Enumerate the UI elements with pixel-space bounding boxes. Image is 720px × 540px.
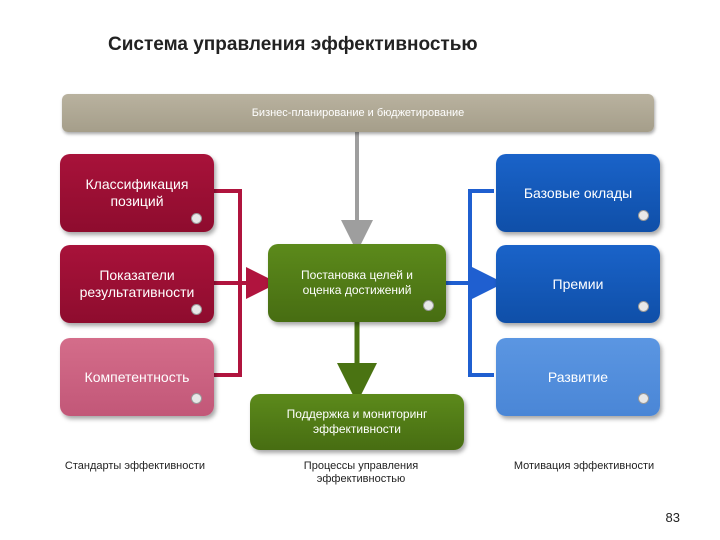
page-number: 83 — [665, 510, 680, 525]
box-bonuses-label: Премии — [552, 275, 604, 292]
box-performance-indicators: Показатели результативности — [60, 245, 214, 323]
marker-dot — [191, 304, 202, 315]
caption-standards: Стандарты эффективности — [64, 460, 206, 472]
box-development-label: Развитие — [547, 368, 609, 385]
box-performance-indicators-label: Показатели результативности — [79, 267, 195, 300]
box-monitoring: Поддержка и мониторинг эффективности — [250, 394, 464, 450]
box-development: Развитие — [496, 338, 660, 416]
box-base-salaries: Базовые оклады — [496, 154, 660, 232]
box-position-classification-label: Классификация позиций — [85, 176, 189, 209]
box-base-salaries-label: Базовые оклады — [523, 184, 633, 201]
marker-dot — [638, 301, 649, 312]
box-monitoring-label: Поддержка и мониторинг эффективности — [286, 407, 428, 436]
caption-motivation: Мотивация эффективности — [513, 460, 655, 472]
caption-processes: Процессы управления эффективностью — [303, 460, 419, 485]
marker-dot — [191, 213, 202, 224]
left-bracket-connector — [214, 189, 242, 377]
box-competence-label: Компетентность — [84, 368, 190, 385]
box-goal-setting-label: Постановка целей и оценка достижений — [301, 268, 413, 297]
marker-dot — [423, 300, 434, 311]
marker-dot — [191, 393, 202, 404]
marker-dot — [638, 210, 649, 221]
box-competence: Компетентность — [60, 338, 214, 416]
box-bonuses: Премии — [496, 245, 660, 323]
marker-dot — [638, 393, 649, 404]
box-goal-setting: Постановка целей и оценка достижений — [268, 244, 446, 322]
box-position-classification: Классификация позиций — [60, 154, 214, 232]
diagram-title: Система управления эффективностью — [108, 34, 478, 55]
planning-banner: Бизнес-планирование и бюджетирование — [62, 94, 654, 132]
